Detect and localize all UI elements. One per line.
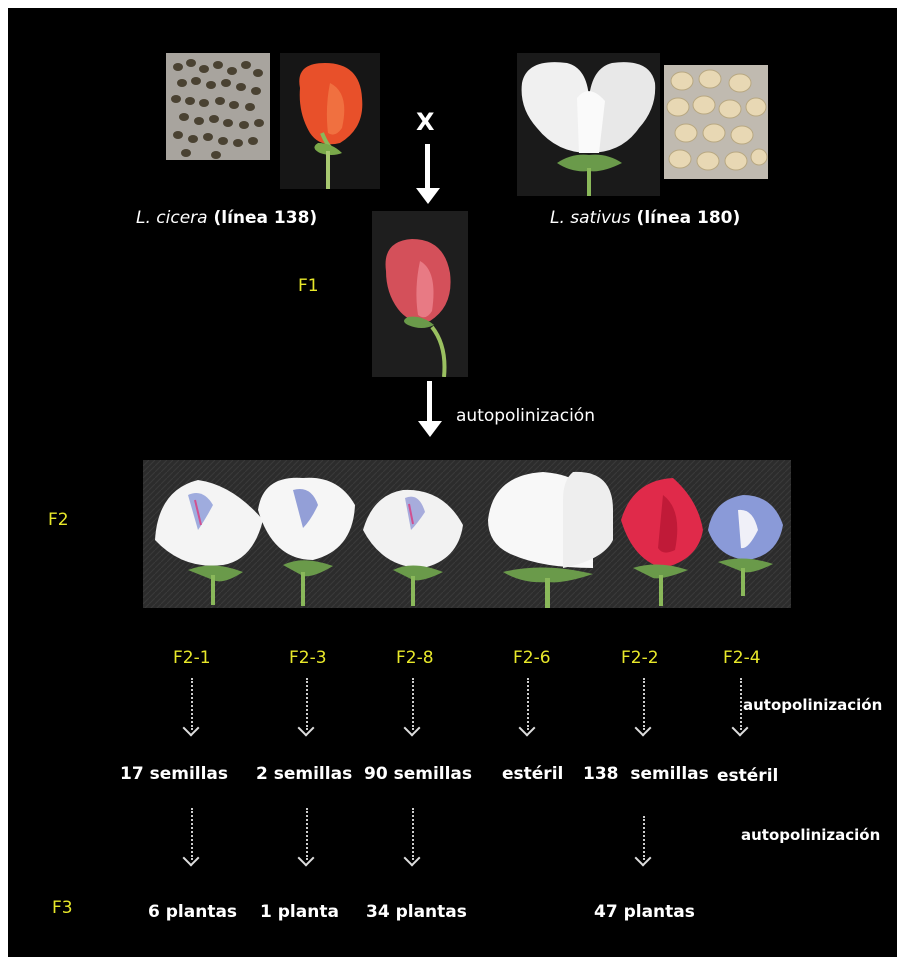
f2-1-seeds: 17 semillas bbox=[120, 764, 228, 784]
f2-6-id: F2-6 bbox=[513, 648, 551, 668]
selfing-label-f2: autopolinización bbox=[743, 696, 882, 714]
f2-flowers-image bbox=[143, 460, 791, 608]
diagram-canvas: X L. cicera (línea 138) bbox=[8, 8, 897, 957]
dotted-arrow-f2-6 bbox=[521, 678, 535, 740]
dotted-arrow-seeds-f2-1 bbox=[185, 808, 199, 870]
f1-flower-photo bbox=[372, 211, 468, 377]
cross-symbol: X bbox=[416, 108, 435, 136]
f2-2-plants: 47 plantas bbox=[594, 902, 695, 922]
f2-2-seeds: 138 semillas bbox=[583, 764, 709, 784]
f1-label: F1 bbox=[298, 276, 319, 296]
sativus-seeds-image bbox=[664, 65, 768, 179]
dotted-arrow-f2-3 bbox=[300, 678, 314, 740]
f2-4-id: F2-4 bbox=[723, 648, 761, 668]
dotted-arrow-seeds-f2-2 bbox=[637, 816, 651, 870]
cicera-label: L. cicera (línea 138) bbox=[136, 208, 317, 228]
cross-arrow bbox=[416, 144, 440, 204]
f1-flower-image bbox=[372, 211, 468, 377]
f2-1-id: F2-1 bbox=[173, 648, 211, 668]
sativus-seeds-photo bbox=[664, 65, 768, 179]
cicera-flower-photo bbox=[280, 53, 380, 189]
cicera-flower-image bbox=[280, 53, 380, 189]
f2-6-seeds: estéril bbox=[502, 764, 563, 784]
sativus-species: L. sativus bbox=[550, 208, 631, 228]
dotted-arrow-f2-1 bbox=[185, 678, 199, 740]
f2-3-plants: 1 planta bbox=[260, 902, 339, 922]
f2-3-id: F2-3 bbox=[289, 648, 327, 668]
sativus-flower-photo bbox=[517, 53, 660, 196]
dotted-arrow-seeds-f2-3 bbox=[300, 808, 314, 870]
f2-3-seeds: 2 semillas bbox=[256, 764, 352, 784]
cicera-species: L. cicera bbox=[136, 208, 208, 228]
f2-label: F2 bbox=[48, 510, 69, 530]
sativus-line: (línea 180) bbox=[631, 208, 741, 228]
cicera-seeds-photo bbox=[166, 53, 270, 160]
f2-8-plants: 34 plantas bbox=[366, 902, 467, 922]
dotted-arrow-seeds-f2-8 bbox=[406, 808, 420, 870]
cicera-seeds-image bbox=[166, 53, 270, 160]
f2-8-seeds: 90 semillas bbox=[364, 764, 472, 784]
selfing-label-seeds: autopolinización bbox=[741, 826, 880, 844]
f2-flowers-photo bbox=[143, 460, 791, 608]
f2-2-id: F2-2 bbox=[621, 648, 659, 668]
f2-1-plants: 6 plantas bbox=[148, 902, 237, 922]
selfing-label-f1: autopolinización bbox=[456, 406, 595, 426]
f2-8-id: F2-8 bbox=[396, 648, 434, 668]
selfing-arrow-f1 bbox=[418, 381, 442, 441]
f3-label: F3 bbox=[52, 898, 73, 918]
cicera-line: (línea 138) bbox=[208, 208, 318, 228]
dotted-arrow-f2-8 bbox=[406, 678, 420, 740]
dotted-arrow-f2-2 bbox=[637, 678, 651, 740]
f2-4-seeds: estéril bbox=[717, 766, 778, 786]
sativus-flower-image bbox=[517, 53, 660, 196]
sativus-label: L. sativus (línea 180) bbox=[550, 208, 740, 228]
